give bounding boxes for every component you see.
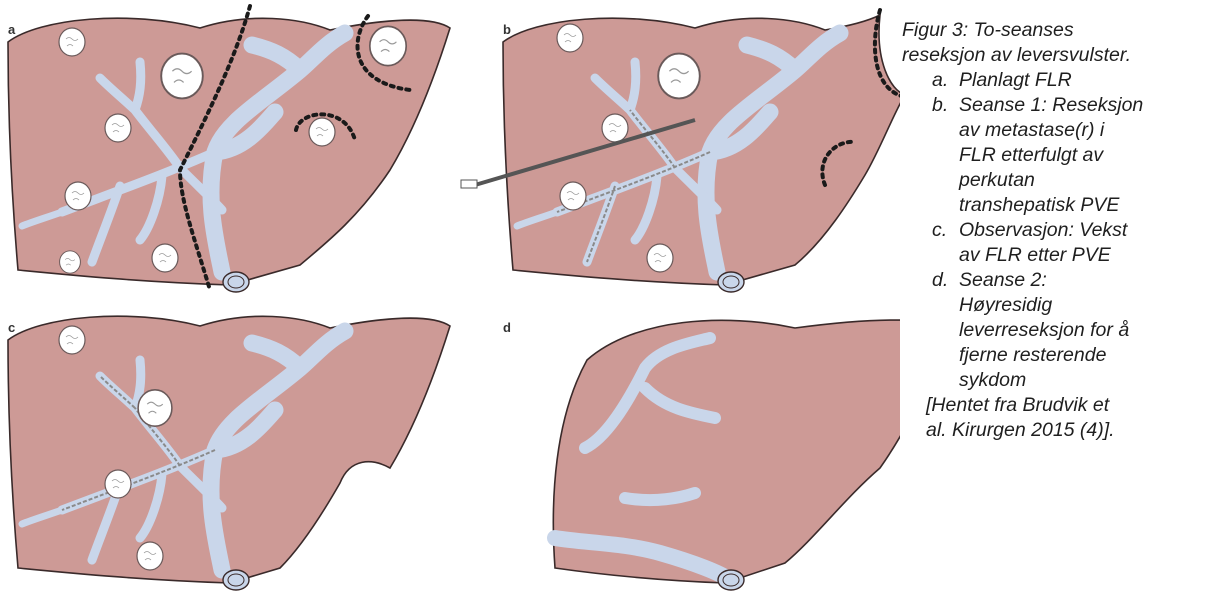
caption-source-line-1: [Hentet fra Brudvik et	[926, 394, 1109, 416]
caption-item-d-marker: d.	[932, 268, 956, 293]
caption-item-d: d. Seanse 2: Høyresidig leverreseksjon f…	[902, 268, 1227, 393]
caption-item-d-line-2: Høyresidig	[959, 294, 1052, 316]
caption-list: a. Planlagt FLR b. Seanse 1: Reseksjon a…	[902, 68, 1227, 393]
caption-item-b-marker: b.	[932, 93, 956, 118]
panel-a-label: a	[8, 22, 16, 37]
caption-item-a: a. Planlagt FLR	[902, 68, 1227, 93]
caption-item-b-line-1: Seanse 1: Reseksjon	[959, 94, 1143, 116]
caption-item-a-line-1: Planlagt FLR	[959, 69, 1072, 91]
caption-item-d-line-5: sykdom	[959, 369, 1026, 391]
panel-b-label: b	[503, 22, 511, 37]
caption-item-d-line-3: leverreseksjon for å	[959, 319, 1129, 341]
panel-c: c	[8, 316, 450, 590]
caption-item-b: b. Seanse 1: Reseksjon av metastase(r) i…	[902, 93, 1227, 218]
panel-a: a	[8, 6, 450, 292]
caption-item-b-line-2: av metastase(r) i	[959, 119, 1104, 141]
caption-item-c: c. Observasjon: Vekst av FLR etter PVE	[902, 218, 1227, 268]
figure-caption: Figur 3: To-seanses reseksjon av leversv…	[902, 18, 1227, 443]
caption-item-b-line-3: FLR etterfulgt av	[959, 144, 1103, 166]
panel-d-label: d	[503, 320, 511, 335]
caption-item-b-line-5: transhepatisk PVE	[959, 194, 1119, 216]
caption-title: Figur 3: To-seanses reseksjon av leversv…	[902, 18, 1227, 68]
caption-item-a-marker: a.	[932, 68, 956, 93]
liver-resection-figure: a b	[0, 0, 900, 597]
caption-title-line-2: reseksjon av leversvulster.	[902, 44, 1131, 66]
panel-c-label: c	[8, 320, 15, 335]
caption-item-c-marker: c.	[932, 218, 956, 243]
caption-item-c-line-1: Observasjon: Vekst	[959, 219, 1127, 241]
caption-item-c-line-2: av FLR etter PVE	[959, 244, 1111, 266]
panel-d: d	[503, 320, 900, 590]
caption-source: [Hentet fra Brudvik et al. Kirurgen 2015…	[926, 393, 1227, 443]
caption-item-d-line-1: Seanse 2:	[959, 269, 1047, 291]
caption-source-line-2: al. Kirurgen 2015 (4)].	[926, 419, 1115, 441]
panel-b: b	[461, 10, 900, 292]
caption-item-b-line-4: perkutan	[959, 169, 1035, 191]
caption-item-d-line-4: fjerne resterende	[959, 344, 1106, 366]
caption-title-line-1: Figur 3: To-seanses	[902, 19, 1074, 41]
